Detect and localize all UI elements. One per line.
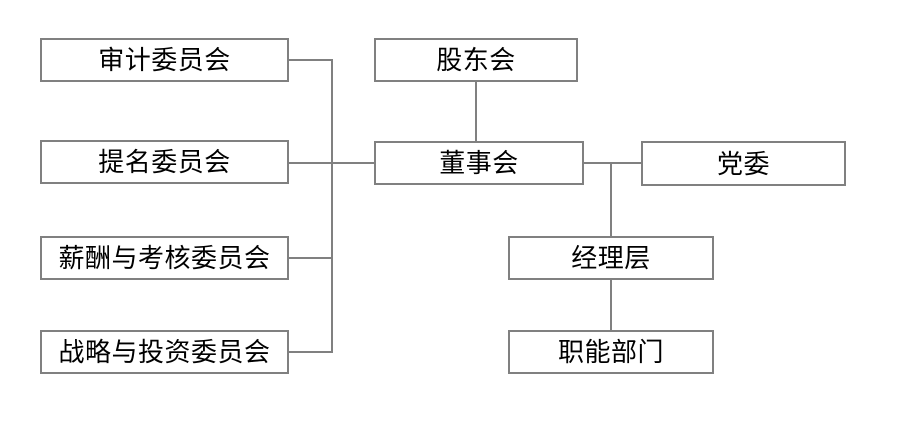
edge-committee-trunk (331, 60, 333, 353)
edge-junction-to-party (610, 162, 642, 164)
node-compensation-committee[interactable]: 薪酬与考核委员会 (40, 236, 289, 280)
node-label-management-layer: 经理层 (571, 243, 651, 273)
edge-strategy-to-trunk (289, 351, 333, 353)
edge-board-to-junction (584, 162, 612, 164)
edge-junction-to-management (610, 162, 612, 236)
node-label-strategy-committee: 战略与投资委员会 (58, 337, 271, 367)
node-functional-departments[interactable]: 职能部门 (508, 330, 714, 374)
edge-management-to-departments (610, 280, 612, 330)
node-label-audit-committee: 审计委员会 (98, 45, 231, 75)
node-label-compensation-committee: 薪酬与考核委员会 (58, 243, 271, 273)
node-audit-committee[interactable]: 审计委员会 (40, 38, 289, 82)
edge-compensation-to-trunk (289, 257, 333, 259)
edge-trunk-to-board (331, 162, 376, 164)
node-nomination-committee[interactable]: 提名委员会 (40, 140, 289, 184)
node-label-functional-departments: 职能部门 (557, 337, 664, 367)
edge-nomination-to-trunk (289, 162, 333, 164)
node-strategy-committee[interactable]: 战略与投资委员会 (40, 330, 289, 374)
edge-audit-to-trunk (289, 59, 333, 61)
node-label-nomination-committee: 提名委员会 (98, 147, 231, 177)
node-party-committee[interactable]: 党委 (641, 141, 846, 186)
node-label-board-of-directors: 董事会 (439, 148, 519, 178)
node-management-layer[interactable]: 经理层 (508, 236, 714, 280)
node-shareholders-meeting[interactable]: 股东会 (374, 38, 578, 82)
node-label-shareholders-meeting: 股东会 (436, 45, 516, 75)
node-board-of-directors[interactable]: 董事会 (374, 141, 584, 185)
edge-shareholders-to-board (475, 82, 477, 141)
node-label-party-committee: 党委 (716, 148, 770, 179)
